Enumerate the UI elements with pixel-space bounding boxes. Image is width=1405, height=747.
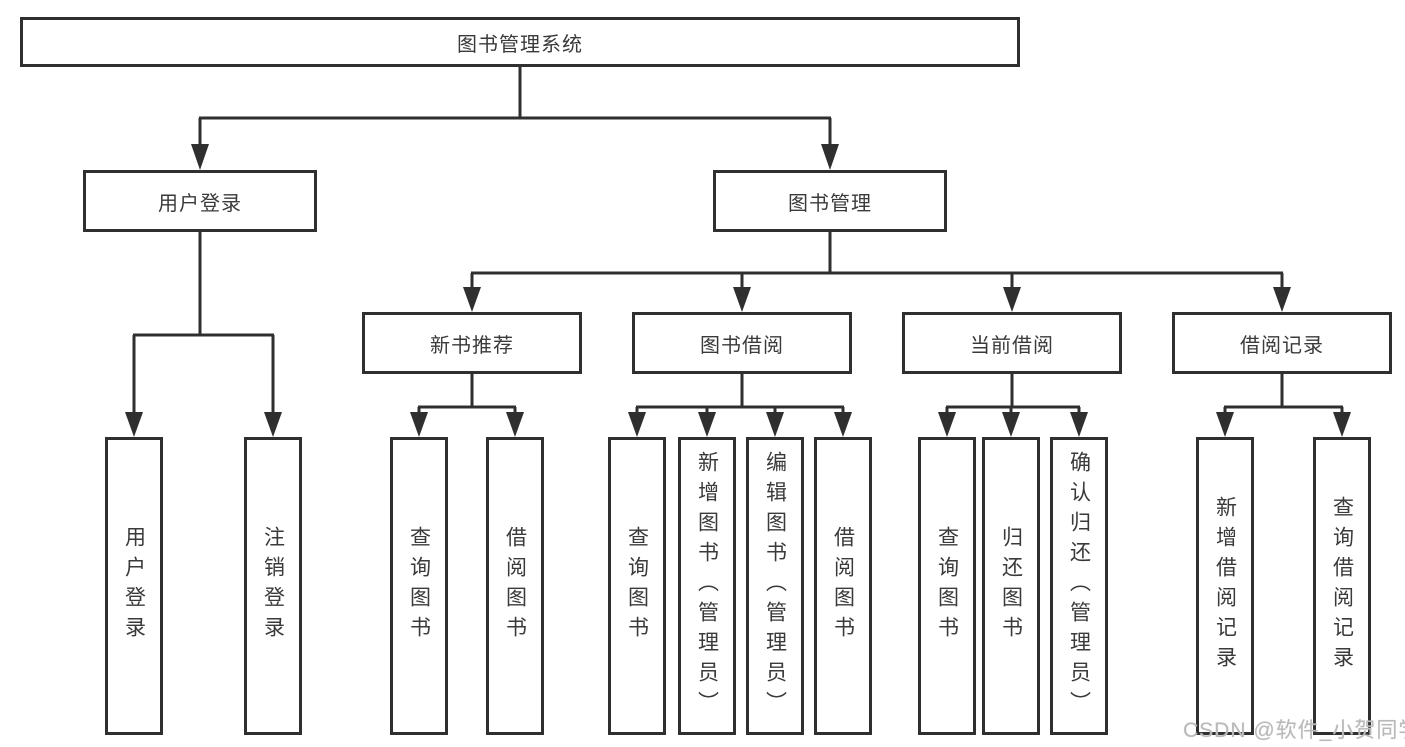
leaf-label: 编辑图书（管理员） — [763, 451, 787, 721]
leaf-query-borrow-record: 查询借阅记录 — [1313, 437, 1371, 735]
node-new-book-recommend: 新书推荐 — [362, 312, 582, 374]
node-book-management: 图书管理 — [713, 170, 947, 232]
node-label: 用户登录 — [158, 192, 242, 215]
node-borrowing-records: 借阅记录 — [1172, 312, 1392, 374]
leaf-logout: 注销登录 — [244, 437, 302, 735]
leaf-query-books-current: 查询图书 — [918, 437, 976, 735]
leaf-label: 借阅图书 — [503, 526, 527, 646]
leaf-label: 新增借阅记录 — [1213, 496, 1237, 676]
csdn-watermark: CSDN @软件_小贺同学 — [1183, 719, 1405, 742]
node-label: 图书管理系统 — [457, 33, 583, 56]
leaf-edit-book-admin: 编辑图书（管理员） — [746, 437, 804, 735]
leaf-label: 查询图书 — [407, 526, 431, 646]
leaf-label: 新增图书（管理员） — [695, 451, 719, 721]
leaf-return-book: 归还图书 — [982, 437, 1040, 735]
node-library-management-system: 图书管理系统 — [20, 17, 1020, 67]
node-label: 借阅记录 — [1240, 334, 1324, 357]
leaf-user-login: 用户登录 — [105, 437, 163, 735]
node-user-login: 用户登录 — [83, 170, 317, 232]
leaf-label: 借阅图书 — [831, 526, 855, 646]
leaf-borrow-books-recommend: 借阅图书 — [486, 437, 544, 735]
leaf-query-books-recommend: 查询图书 — [390, 437, 448, 735]
leaf-borrow-books: 借阅图书 — [814, 437, 872, 735]
leaf-label: 注销登录 — [261, 526, 285, 646]
node-label: 图书管理 — [788, 192, 872, 215]
leaf-label: 归还图书 — [999, 526, 1023, 646]
node-label: 新书推荐 — [430, 334, 514, 357]
node-label: 当前借阅 — [970, 334, 1054, 357]
leaf-query-books-borrowing: 查询图书 — [608, 437, 666, 735]
leaf-confirm-return-admin: 确认归还（管理员） — [1050, 437, 1108, 735]
node-label: 图书借阅 — [700, 334, 784, 357]
leaf-add-book-admin: 新增图书（管理员） — [678, 437, 736, 735]
leaf-add-borrow-record: 新增借阅记录 — [1196, 437, 1254, 735]
leaf-label: 用户登录 — [122, 526, 146, 646]
leaf-label: 查询图书 — [935, 526, 959, 646]
leaf-label: 查询图书 — [625, 526, 649, 646]
leaf-label: 确认归还（管理员） — [1067, 451, 1091, 721]
leaf-label: 查询借阅记录 — [1330, 496, 1354, 676]
node-book-borrowing: 图书借阅 — [632, 312, 852, 374]
node-current-borrowing: 当前借阅 — [902, 312, 1122, 374]
